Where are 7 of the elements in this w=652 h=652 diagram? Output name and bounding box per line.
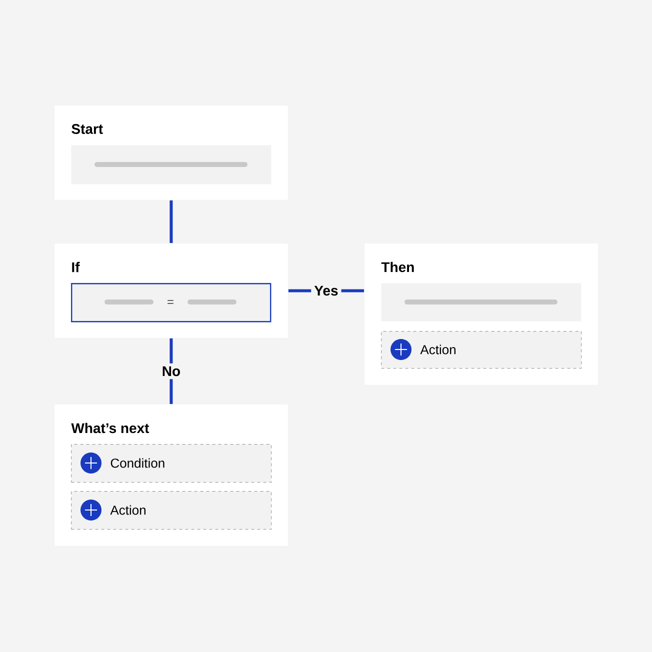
condition-field: = <box>71 283 272 322</box>
add-button: Condition <box>71 444 272 483</box>
connector <box>170 200 173 243</box>
add-button: Action <box>71 491 272 530</box>
edge-label: No <box>158 363 184 380</box>
add-button: Action <box>381 331 582 369</box>
edge-label: Yes <box>311 282 342 299</box>
